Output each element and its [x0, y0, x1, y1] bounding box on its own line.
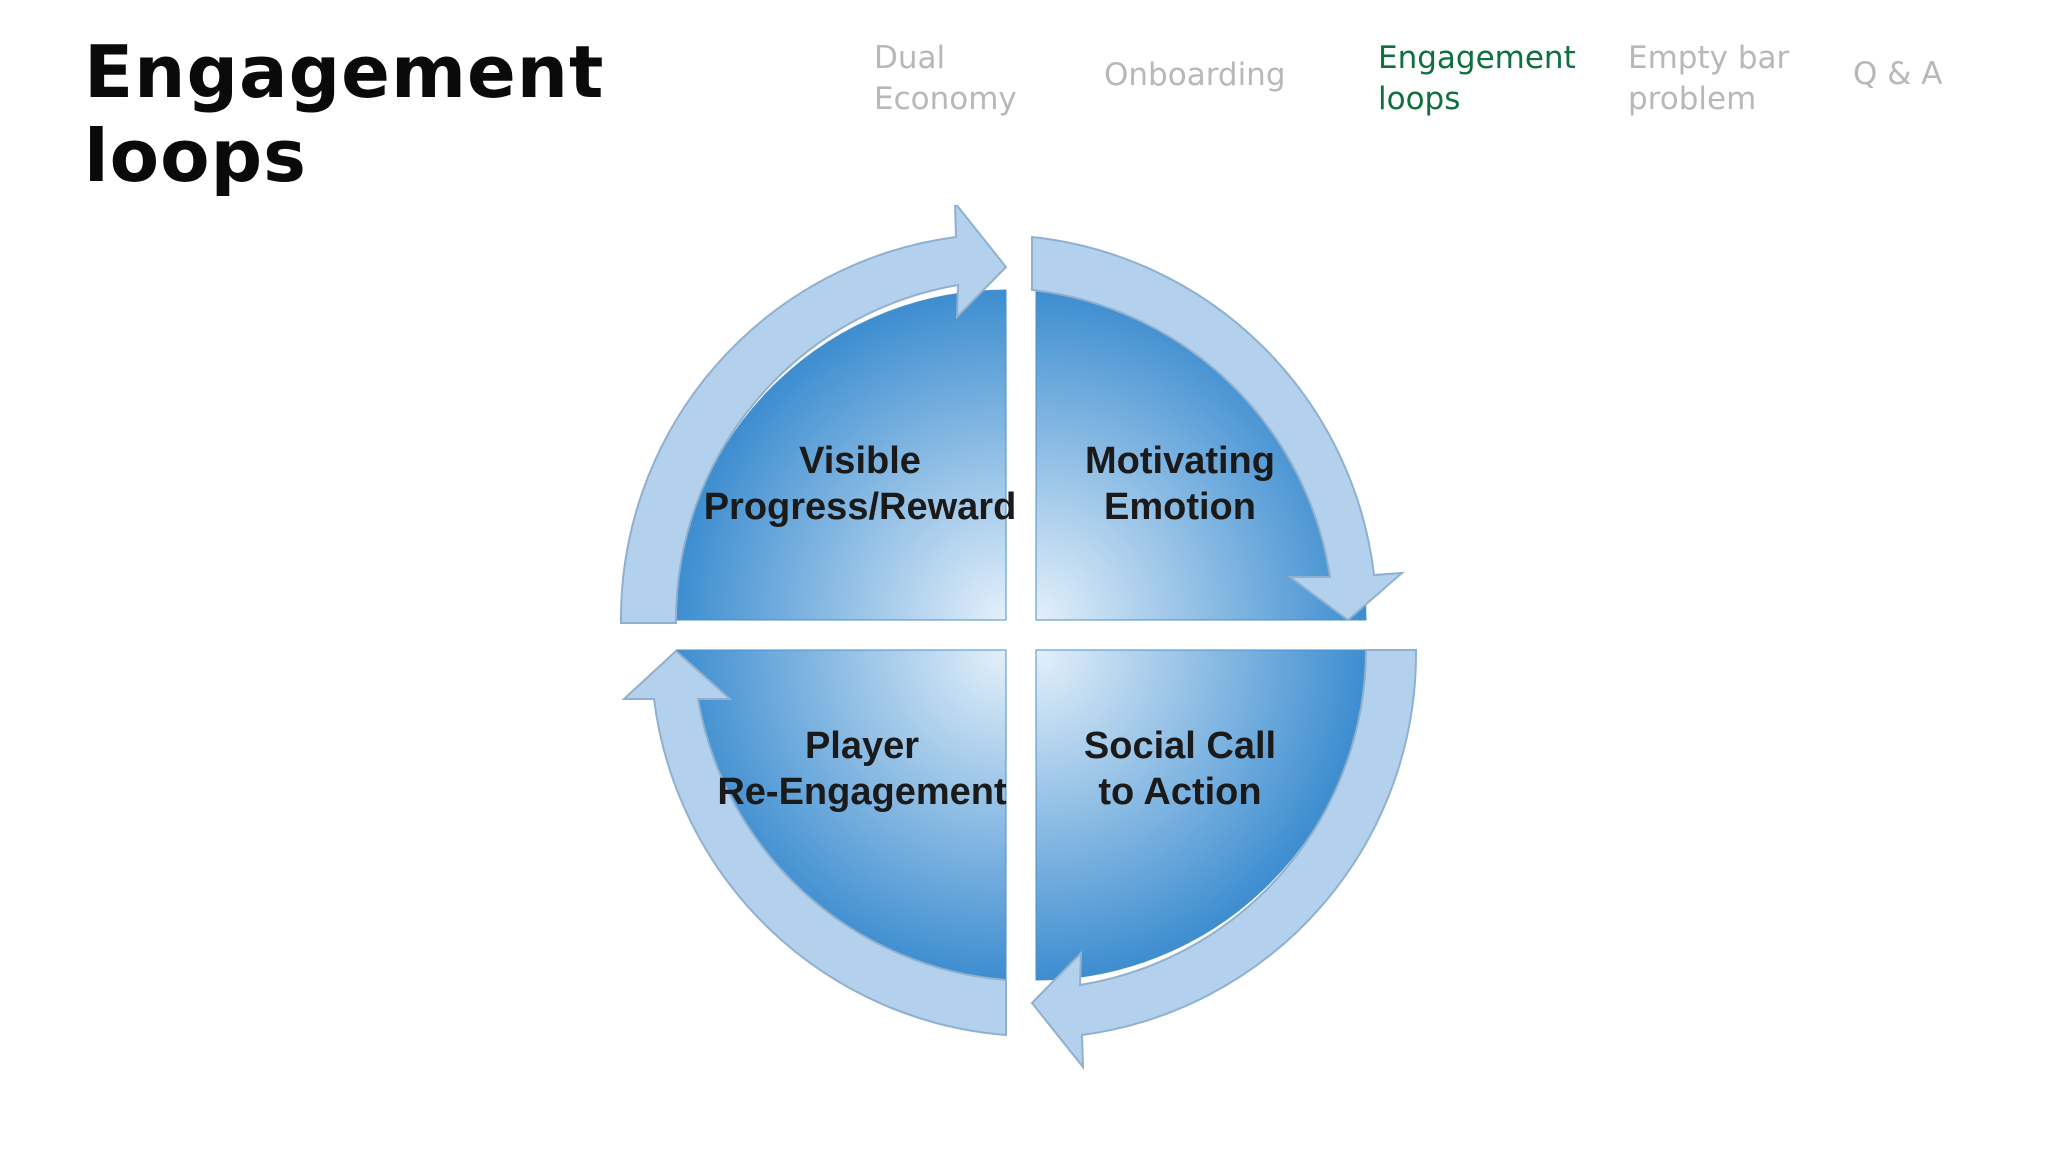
page-title: Engagement loops [84, 30, 684, 198]
nav-item-label-line-1: Dual [874, 40, 946, 76]
nav-item-label-line-2: loops [1378, 81, 1461, 117]
quadrant-label-line-1: Social Call [1084, 725, 1276, 767]
nav-item-label-line-1: Empty bar [1628, 40, 1790, 76]
nav-item-onboarding[interactable]: Onboarding [1104, 55, 1286, 96]
nav-item-q-and-a[interactable]: Q & A [1853, 54, 1943, 95]
nav-item-label-line-2: Economy [874, 81, 1017, 117]
arrow-bottom-left [621, 649, 1007, 1037]
quadrant-label-line-1: Motivating [1085, 440, 1275, 482]
arrow-top-left [619, 205, 1008, 624]
quadrant-label-line-2: to Action [1098, 771, 1261, 813]
nav-item-dual-economy[interactable]: Dual Economy [874, 38, 1017, 120]
engagement-loop-svg: Visible Progress/Reward Motivating Emoti… [619, 205, 1418, 1070]
quadrant-label-line-2: Re-Engagement [717, 771, 1007, 813]
nav-item-label-line-1: Onboarding [1104, 57, 1286, 93]
quadrant-label-line-2: Progress/Reward [704, 486, 1017, 528]
page-title-line-2: loops [84, 114, 308, 198]
quadrant-label-top-right: Motivating Emotion [1085, 440, 1275, 528]
quadrant-label-line-1: Player [805, 725, 919, 767]
quadrant-label-top-left: Visible Progress/Reward [704, 440, 1017, 528]
page-title-line-1: Engagement [84, 30, 605, 114]
arrow-bottom-right [1030, 649, 1418, 1070]
quadrant-label-bottom-left: Player Re-Engagement [717, 725, 1007, 813]
nav-item-empty-bar-problem[interactable]: Empty bar problem [1628, 38, 1789, 120]
nav-item-label-line-2: problem [1628, 81, 1757, 117]
quadrant-label-line-1: Visible [799, 440, 921, 482]
quadrant-label-line-2: Emotion [1104, 486, 1256, 528]
quadrant-label-bottom-right: Social Call to Action [1084, 725, 1276, 813]
nav-item-engagement-loops[interactable]: Engagement loops [1378, 38, 1576, 120]
nav-item-label-line-1: Engagement [1378, 40, 1576, 76]
engagement-loop-diagram: Visible Progress/Reward Motivating Emoti… [590, 205, 1470, 1075]
nav-item-label-line-1: Q & A [1853, 56, 1943, 92]
quadrant-bottom-right [1035, 649, 1367, 981]
arrow-top-right [1031, 235, 1405, 622]
